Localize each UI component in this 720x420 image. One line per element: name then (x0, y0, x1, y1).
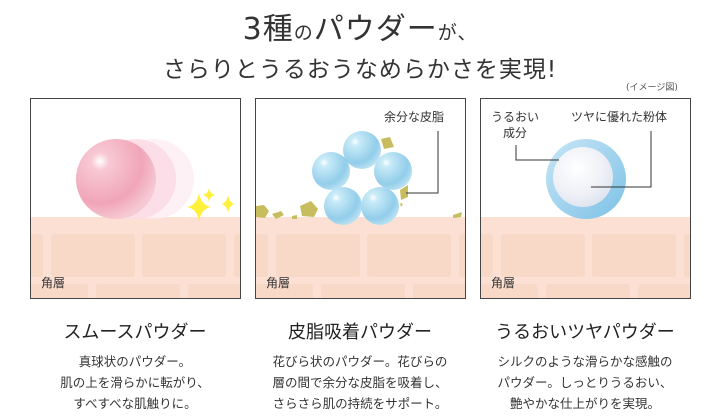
desc-line: さらさら肌の持続をサポート。 (272, 396, 448, 411)
headline-part: パウダー (313, 12, 438, 47)
desc-line: パウダー。しっとりうるおい、 (497, 375, 673, 390)
headline-line1: 3種のパウダーが、 (0, 4, 720, 48)
desc-line: 層の間で余分な皮脂を吸着し、 (272, 375, 448, 390)
petal-powder (312, 131, 412, 225)
desc-line: すべすべな肌触りに。 (73, 396, 197, 411)
desc-line: 真球状のパウダー。 (78, 354, 192, 369)
gloss-core (553, 147, 613, 207)
powder-description: スムースパウダー 真球状のパウダー。 肌の上を滑らかに転がり、 すべすべな肌触り… (20, 318, 250, 414)
callout-gloss: ツヤに優れた粉体 (571, 110, 668, 124)
layer-label: 角層 (41, 276, 66, 290)
powder-title: スムースパウダー (63, 322, 207, 343)
sebum-powder-illustration (256, 131, 465, 298)
panel-smooth-powder: 角層 (30, 98, 241, 299)
callout-line (591, 131, 652, 188)
callout-text: 成分 (503, 126, 528, 140)
headline-part: 3種 (242, 12, 294, 47)
headline-part: の (293, 22, 314, 44)
powder-title: 皮脂吸着パウダー (288, 322, 432, 343)
moist-powder-illustration (481, 131, 690, 298)
callout-line (406, 131, 439, 194)
callout-moisture: うるおい成分 (491, 109, 539, 141)
powder-description: うるおいツヤパウダー シルクのような滑らかな感触の パウダー。しっとりうるおい、… (470, 318, 700, 414)
layer-label: 角層 (266, 276, 291, 290)
callout-line (515, 145, 559, 161)
desc-line: 花びら状のパウダー。花びらの (272, 354, 448, 369)
panel-moist-powder: うるおい成分 ツヤに優れた粉体 角層 (480, 98, 691, 299)
desc-line: シルクのような滑らかな感触の (497, 354, 673, 369)
layer-label: 角層 (491, 276, 516, 290)
powder-description: 皮脂吸着パウダー 花びら状のパウダー。花びらの 層の間で余分な皮脂を吸着し、 さ… (245, 318, 475, 414)
callout-sebum: 余分な皮脂 (384, 110, 445, 124)
callout-text: うるおい (491, 110, 540, 124)
smooth-powder-illustration (31, 139, 240, 298)
image-note: (イメージ図) (626, 83, 678, 93)
powder-title: うるおいツヤパウダー (495, 322, 675, 343)
headline-line2: さらりとうるおうなめらかさを実現! (162, 57, 558, 83)
desc-line: 艶やかな仕上がりを実現。 (509, 396, 660, 411)
headline-part: が、 (437, 22, 478, 44)
sparkle-icon (187, 188, 234, 221)
panel-sebum-powder: 余分な皮脂 角層 (255, 98, 466, 299)
sphere-powder (76, 139, 156, 219)
sebum (256, 137, 462, 219)
desc-line: 肌の上を滑らかに転がり、 (60, 375, 210, 390)
